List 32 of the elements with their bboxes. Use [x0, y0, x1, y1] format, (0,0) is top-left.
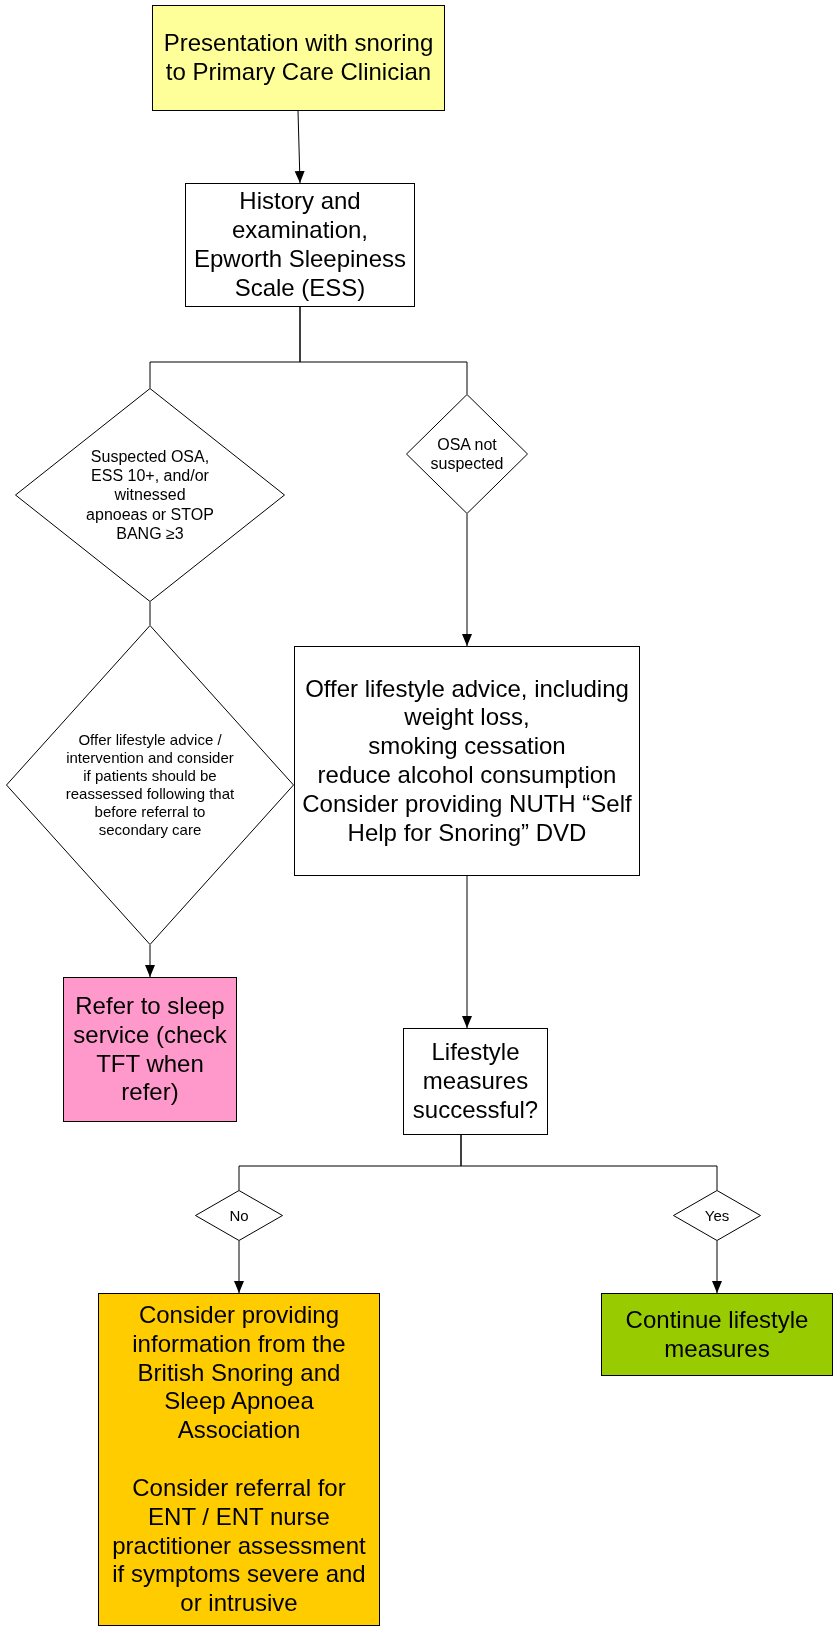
box-text: smoking cessation	[368, 732, 566, 761]
decision-text: No	[229, 1206, 249, 1225]
decision-text: Offer lifestyle advice / intervention and consider if patients should be reassessed following that before referral to secondary care	[64, 731, 236, 839]
process-box	[152, 5, 445, 111]
process-box	[294, 646, 640, 876]
connector-arrow	[294, 110, 305, 184]
decision-text: Suspected OSA, ESS 10+, and/or witnessed apnoeas or STOP BANG ≥3	[85, 447, 215, 543]
process-box	[98, 1293, 380, 1626]
box-text: Consider providing information from the British Snoring and Sleep Apnoea Association	[131, 1301, 347, 1445]
connector-arrow	[462, 875, 472, 1029]
box-text: Continue lifestyle measures	[624, 1305, 810, 1364]
box-text: Consider referral for ENT / ENT nurse practitioner assessment if symptoms severe and or intrusive	[111, 1474, 367, 1618]
decision-text: Yes	[704, 1206, 730, 1225]
connector-arrow	[145, 944, 155, 978]
process-box	[403, 1028, 548, 1135]
box-text: reduce alcohol consumption	[317, 761, 617, 790]
box-text: Lifestyle measures successful?	[411, 1038, 540, 1125]
box-text: Refer to sleep service (check TFT when refer)	[72, 991, 228, 1108]
process-box	[601, 1293, 833, 1376]
connector-line	[460, 1134, 718, 1191]
box-text: Offer lifestyle advice, including	[305, 674, 629, 704]
box-text: weight loss,	[404, 703, 530, 733]
connector-arrow	[712, 1240, 722, 1294]
connector-arrow	[462, 513, 472, 647]
connector-line	[149, 601, 151, 626]
process-box	[63, 977, 237, 1122]
box-text: History and examination, Epworth Sleepiness Scale (ESS)	[192, 187, 408, 303]
decision-text: OSA not suspected	[429, 434, 505, 474]
connector-line	[299, 306, 468, 395]
box-text: Consider providing NUTH “Self Help for Snoring” DVD	[301, 789, 633, 848]
connector-arrow	[234, 1240, 244, 1294]
box-text: Presentation with snoring to Primary Care Clinician	[162, 29, 435, 87]
